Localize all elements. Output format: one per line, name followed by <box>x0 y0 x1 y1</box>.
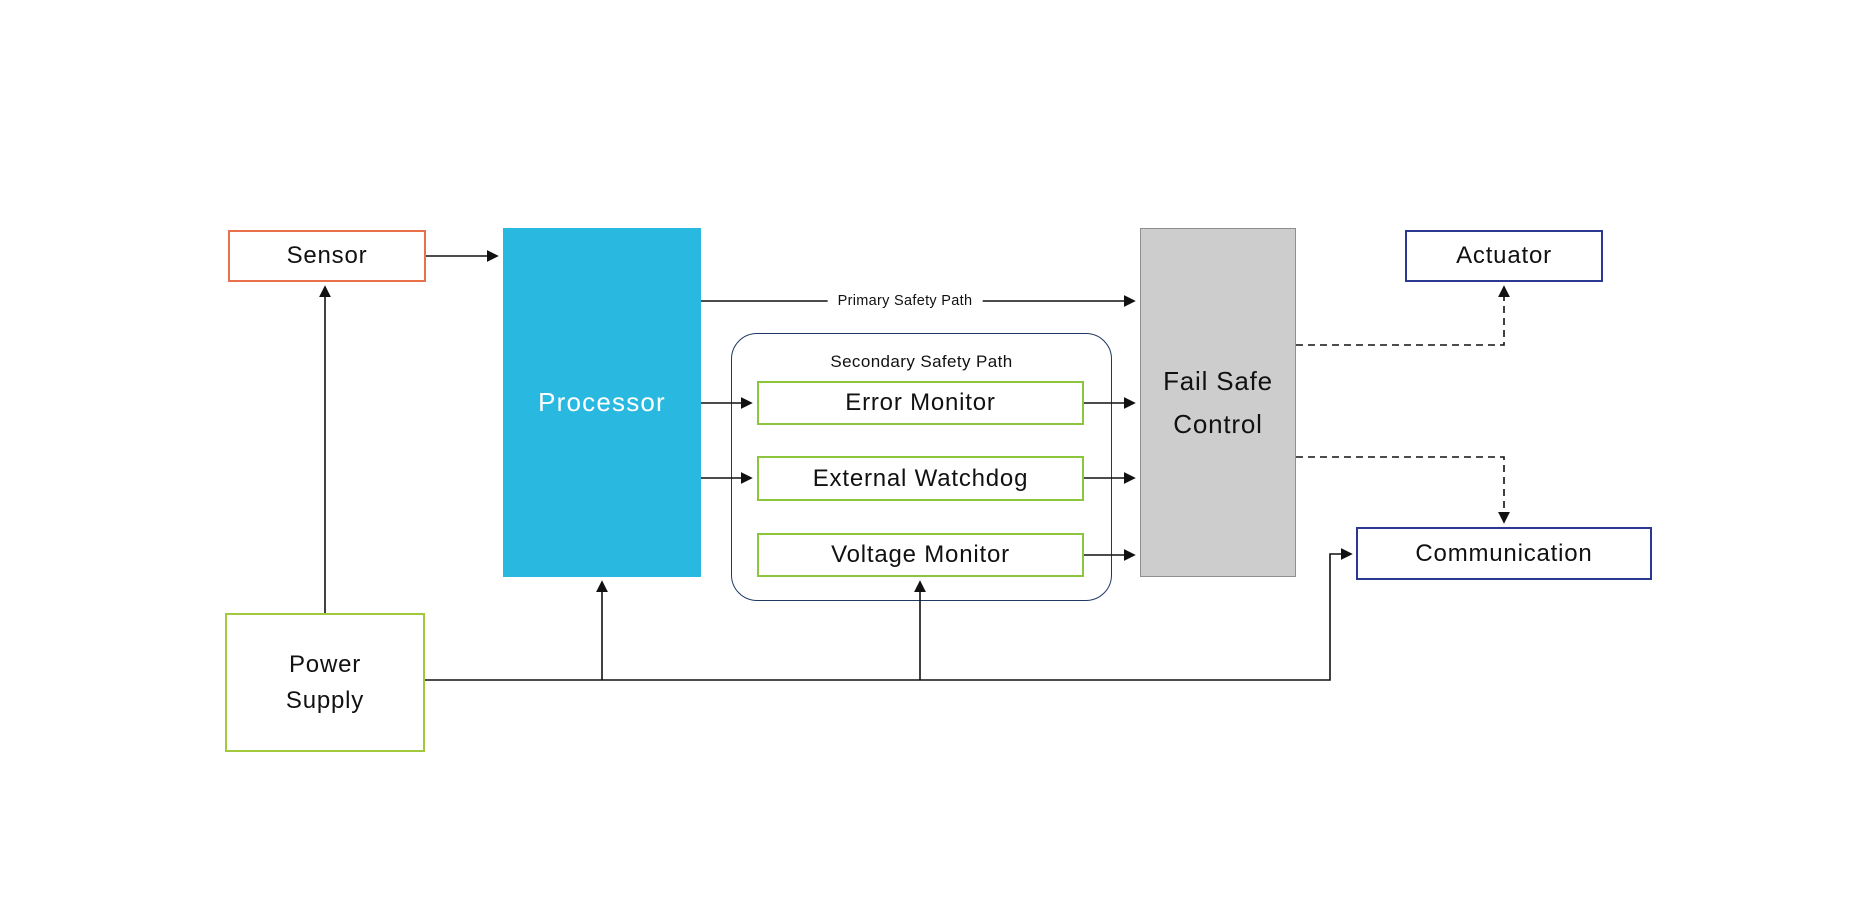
node-external-watchdog: External Watchdog <box>757 456 1084 501</box>
primary-safety-path-label: Primary Safety Path <box>827 293 983 309</box>
node-power-supply: Power Supply <box>225 613 425 752</box>
communication-label: Communication <box>1415 539 1593 567</box>
node-processor: Processor <box>503 228 701 577</box>
secondary-safety-path-title: Secondary Safety Path <box>830 352 1013 371</box>
actuator-label: Actuator <box>1456 242 1552 269</box>
sensor-label: Sensor <box>286 242 368 269</box>
voltage-monitor-label: Voltage Monitor <box>831 541 1010 568</box>
node-communication: Communication <box>1356 527 1652 580</box>
connector-fail-safe-to-communication <box>1296 456 1510 524</box>
external-watchdog-label: External Watchdog <box>812 464 1029 492</box>
node-error-monitor: Error Monitor <box>757 381 1084 425</box>
node-sensor: Sensor <box>228 230 426 282</box>
node-voltage-monitor: Voltage Monitor <box>757 533 1084 577</box>
node-actuator: Actuator <box>1405 230 1603 282</box>
processor-label: Processor <box>538 387 666 417</box>
error-monitor-label: Error Monitor <box>845 389 996 416</box>
node-fail-safe-control: Fail Safe Control <box>1140 228 1296 577</box>
fail-safe-control-label: Fail Safe Control <box>1163 365 1273 439</box>
power-supply-label: Power Supply <box>285 650 365 714</box>
connector-fail-safe-to-actuator <box>1296 285 1510 346</box>
